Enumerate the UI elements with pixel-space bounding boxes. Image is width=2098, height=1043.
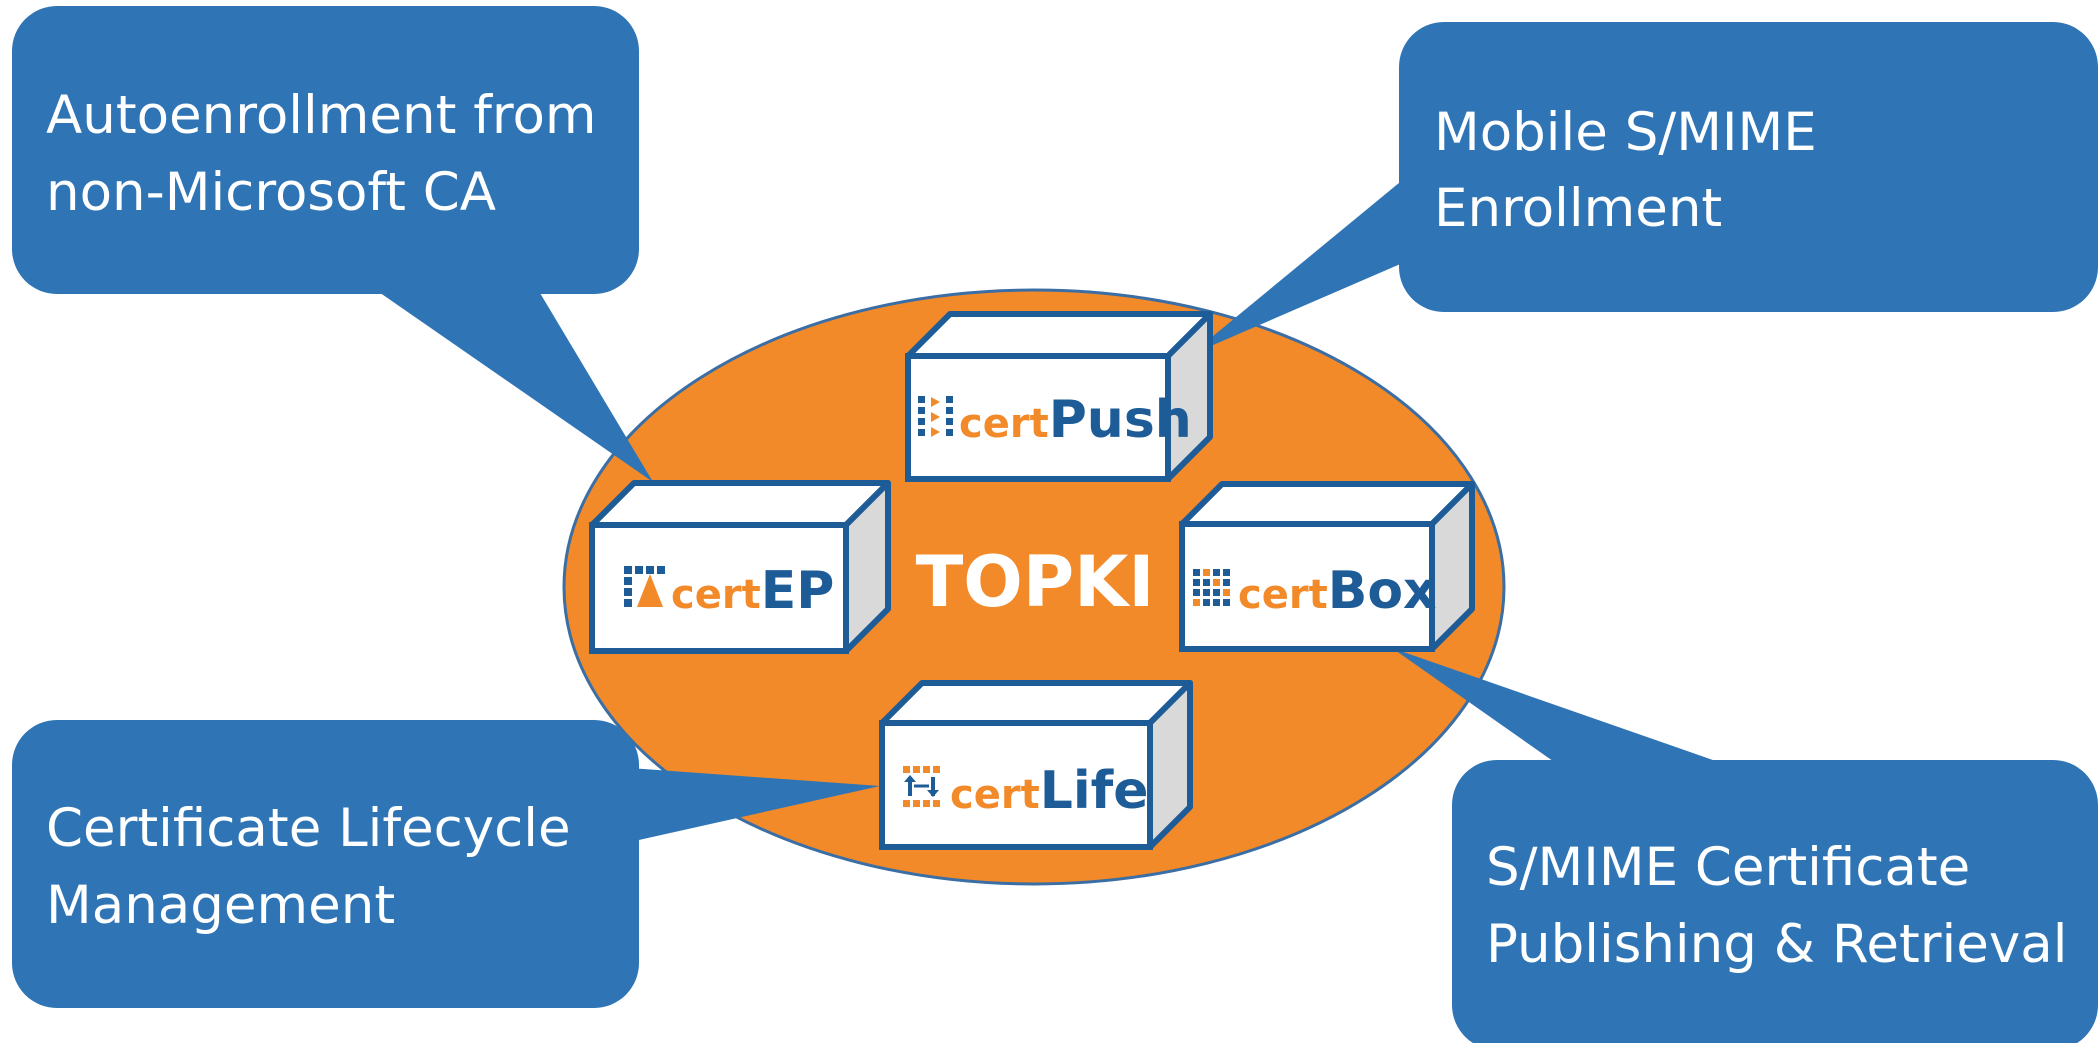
callout-line-2: Management bbox=[46, 875, 395, 936]
callout-bubble bbox=[12, 6, 639, 294]
brand-name: EP bbox=[761, 561, 835, 621]
callout-mobile-smime: Mobile S/MIME Enrollment bbox=[1190, 22, 2098, 355]
box-front-face bbox=[1179, 521, 1435, 652]
callout-lifecycle: Certificate Lifecycle Management bbox=[12, 720, 880, 1008]
triangle-grid-icon bbox=[624, 566, 665, 607]
module-label: certPush bbox=[959, 390, 1192, 450]
box-front-face bbox=[905, 353, 1171, 482]
box-front-face bbox=[589, 522, 849, 654]
callout-pointer bbox=[373, 288, 653, 482]
module-certbox: certBox bbox=[1179, 481, 1475, 652]
grid-icon bbox=[1193, 569, 1230, 606]
module-label: certEP bbox=[671, 561, 834, 621]
callout-smime-publishing: S/MIME Certificate Publishing & Retrieva… bbox=[1392, 648, 2098, 1043]
callout-pointer bbox=[1190, 178, 1405, 355]
brand-cert: cert bbox=[950, 772, 1040, 818]
callout-line-2: non-Microsoft CA bbox=[46, 162, 496, 223]
callout-line-1: S/MIME Certificate bbox=[1486, 837, 1970, 898]
callout-line-2: Enrollment bbox=[1434, 178, 1722, 239]
callout-autoenrollment: Autoenrollment from non-Microsoft CA bbox=[12, 6, 653, 482]
brand-name: Push bbox=[1049, 390, 1192, 450]
box-top-face bbox=[1179, 481, 1475, 527]
callout-line-1: Certificate Lifecycle bbox=[46, 798, 571, 859]
callout-bubble bbox=[1399, 22, 2098, 312]
arrows-right-icon bbox=[918, 396, 953, 437]
callout-bubble bbox=[1452, 760, 2098, 1043]
box-top-face bbox=[879, 680, 1193, 726]
brand-name: Life bbox=[1040, 761, 1149, 821]
box-top-face bbox=[905, 311, 1213, 359]
module-certpush: certPush bbox=[905, 311, 1213, 482]
center-label: TOPKI bbox=[916, 541, 1155, 623]
module-label: certLife bbox=[950, 761, 1149, 821]
callout-line-2: Publishing & Retrieval bbox=[1486, 914, 2067, 975]
callout-bubble bbox=[12, 720, 639, 1008]
brand-cert: cert bbox=[1238, 572, 1328, 618]
brand-cert: cert bbox=[671, 572, 761, 618]
callout-pointer bbox=[1392, 648, 1730, 766]
cycle-arrows-icon bbox=[903, 766, 940, 807]
module-certep: certEP bbox=[589, 480, 891, 654]
brand-cert: cert bbox=[959, 401, 1049, 447]
callout-pointer bbox=[630, 768, 880, 842]
topki-ellipse bbox=[562, 288, 1506, 886]
callout-line-1: Autoenrollment from bbox=[46, 85, 597, 146]
module-certlife: certLife bbox=[879, 680, 1193, 850]
callout-line-1: Mobile S/MIME bbox=[1434, 102, 1817, 163]
box-top-face bbox=[589, 480, 891, 528]
brand-name: Box bbox=[1328, 561, 1437, 621]
module-label: certBox bbox=[1238, 561, 1437, 621]
